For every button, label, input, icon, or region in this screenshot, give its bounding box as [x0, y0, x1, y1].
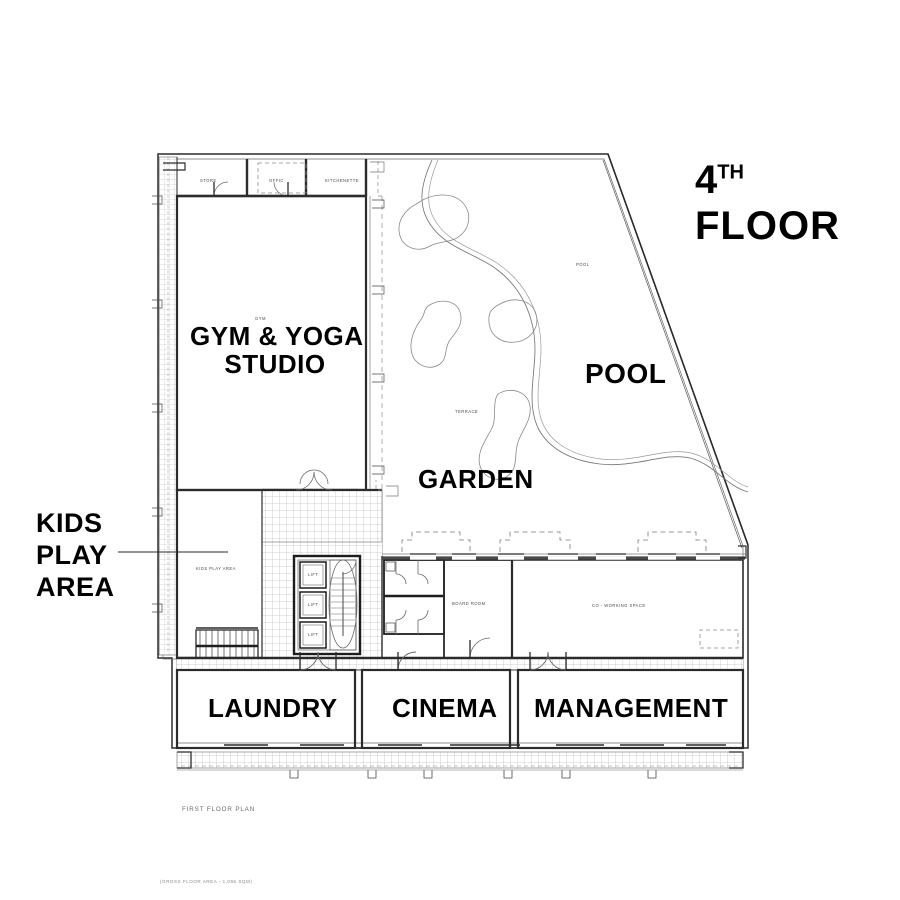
room-annotation-co-working-space: CO - WORKING SPACE	[592, 603, 646, 608]
label-kids-line1: KIDS	[36, 508, 103, 538]
gross-floor-area-note: (GROSS FLOOR AREA - 1,096 SQM)	[160, 879, 253, 884]
label-management: MANAGEMENT	[534, 693, 729, 723]
room-annotation-terrace: TERRACE	[455, 409, 479, 414]
room-annotation-kids-play-area: KIDS PLAY AREA	[196, 566, 236, 571]
title-floor-word: FLOOR	[695, 204, 840, 248]
label-kids-line2: PLAY	[36, 539, 108, 570]
sheet-title: 4TH FLOOR	[695, 160, 840, 246]
lift-label-1: LIFT	[308, 572, 319, 577]
label-kids-line3: AREA	[36, 571, 115, 602]
room-annotation-kitchenette: KITCHENETTE	[325, 178, 360, 183]
room-annotation-board-room: BOARD ROOM	[452, 601, 486, 606]
label-gym-line1: GYM & YOGA	[190, 321, 364, 351]
lift-label-3: LIFT	[308, 632, 319, 637]
label-gym-yoga-studio: GYM & YOGA STUDIO	[190, 322, 363, 380]
room-annotation-office: OFFIC	[269, 178, 284, 183]
label-laundry: LAUNDRY	[208, 693, 338, 723]
lift-label-2: LIFT	[308, 602, 319, 607]
label-cinema: CINEMA	[392, 693, 498, 723]
room-annotation-gym: GYM	[255, 316, 266, 321]
title-ordinal: TH	[717, 161, 744, 184]
label-pool: POOL	[585, 358, 667, 389]
title-floor-number: 4TH	[695, 158, 744, 202]
room-annotation-pool: POOL	[576, 262, 590, 267]
label-kids-play-area: KIDS PLAY AREA	[36, 508, 115, 604]
plan-caption: FIRST FLOOR PLAN	[182, 806, 256, 813]
label-gym-line2: STUDIO	[224, 349, 326, 380]
label-garden: GARDEN	[418, 464, 534, 494]
room-annotation-store: STORE	[200, 178, 217, 183]
